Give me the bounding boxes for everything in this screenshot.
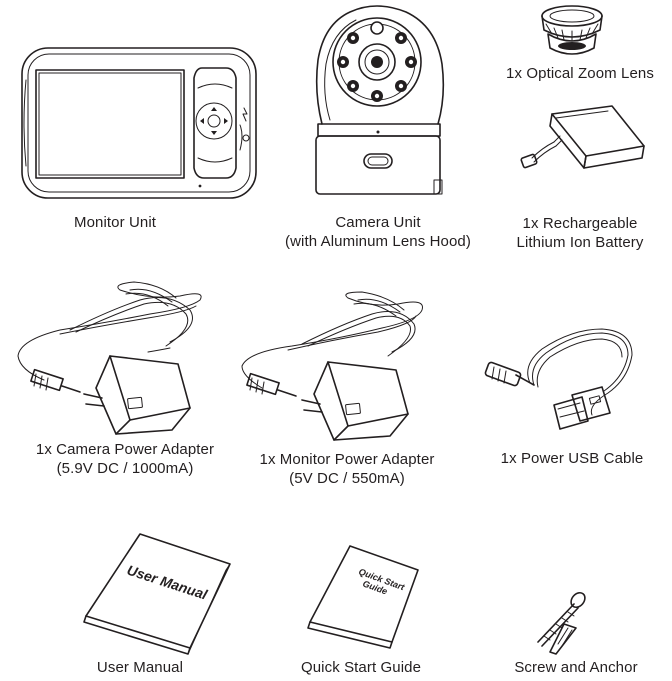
user-manual: User Manual User Manual — [40, 530, 240, 681]
battery-caption-line2: Lithium Ion Battery — [516, 234, 644, 251]
camera-unit-caption-line2: (with Aluminum Lens Hood) — [285, 233, 471, 250]
monitor-unit-caption: Monitor Unit — [73, 214, 157, 231]
usb-cable-caption: 1x Power USB Cable — [500, 450, 644, 467]
monitor-adapter-caption-line1: 1x Monitor Power Adapter — [259, 451, 435, 468]
quick-start-caption: Quick Start Guide — [300, 659, 422, 676]
screw-anchor-caption: Screw and Anchor — [514, 659, 638, 676]
monitor-power-adapter-illustration — [241, 291, 423, 441]
optical-zoom-lens-illustration — [541, 5, 603, 55]
camera-power-adapter: 1x Camera Power Adapter (5.9V DC / 1000m… — [0, 270, 250, 485]
camera-unit-caption-line1: Camera Unit — [335, 214, 421, 231]
camera-unit: Camera Unit (with Aluminum Lens Hood) — [260, 0, 496, 260]
power-usb-cable-illustration — [484, 328, 633, 430]
optical-zoom-lens-caption: 1x Optical Zoom Lens — [506, 65, 654, 82]
user-manual-illustration: User Manual — [83, 533, 231, 655]
user-manual-caption: User Manual — [96, 659, 184, 676]
screw-and-anchor: Screw and Anchor — [480, 570, 672, 681]
power-usb-cable: 1x Power USB Cable — [472, 305, 672, 475]
optical-zoom-lens: 1x Optical Zoom Lens — [496, 0, 672, 90]
monitor-adapter-caption-line2: (5V DC / 550mA) — [289, 470, 405, 487]
user-manual-cover-text: User Manual — [125, 562, 210, 603]
quick-start-guide-illustration: Quick Start Guide — [307, 545, 419, 649]
monitor-power-adapter: 1x Monitor Power Adapter (5V DC / 550mA) — [222, 280, 472, 495]
monitor-unit-illustration — [21, 47, 257, 199]
quick-start-guide: Quick Start Guide Quick Start Guide — [266, 530, 456, 681]
camera-adapter-caption-line1: 1x Camera Power Adapter — [35, 441, 215, 458]
screw-and-anchor-illustration — [537, 591, 586, 655]
camera-power-adapter-illustration — [17, 281, 202, 435]
camera-unit-illustration — [315, 5, 445, 195]
rechargeable-battery-illustration — [520, 105, 645, 169]
monitor-unit: Monitor Unit — [0, 0, 260, 250]
rechargeable-battery: 1x Rechargeable Lithium Ion Battery — [496, 100, 672, 255]
camera-adapter-caption-line2: (5.9V DC / 1000mA) — [56, 460, 194, 477]
battery-caption-line1: 1x Rechargeable — [522, 215, 638, 232]
